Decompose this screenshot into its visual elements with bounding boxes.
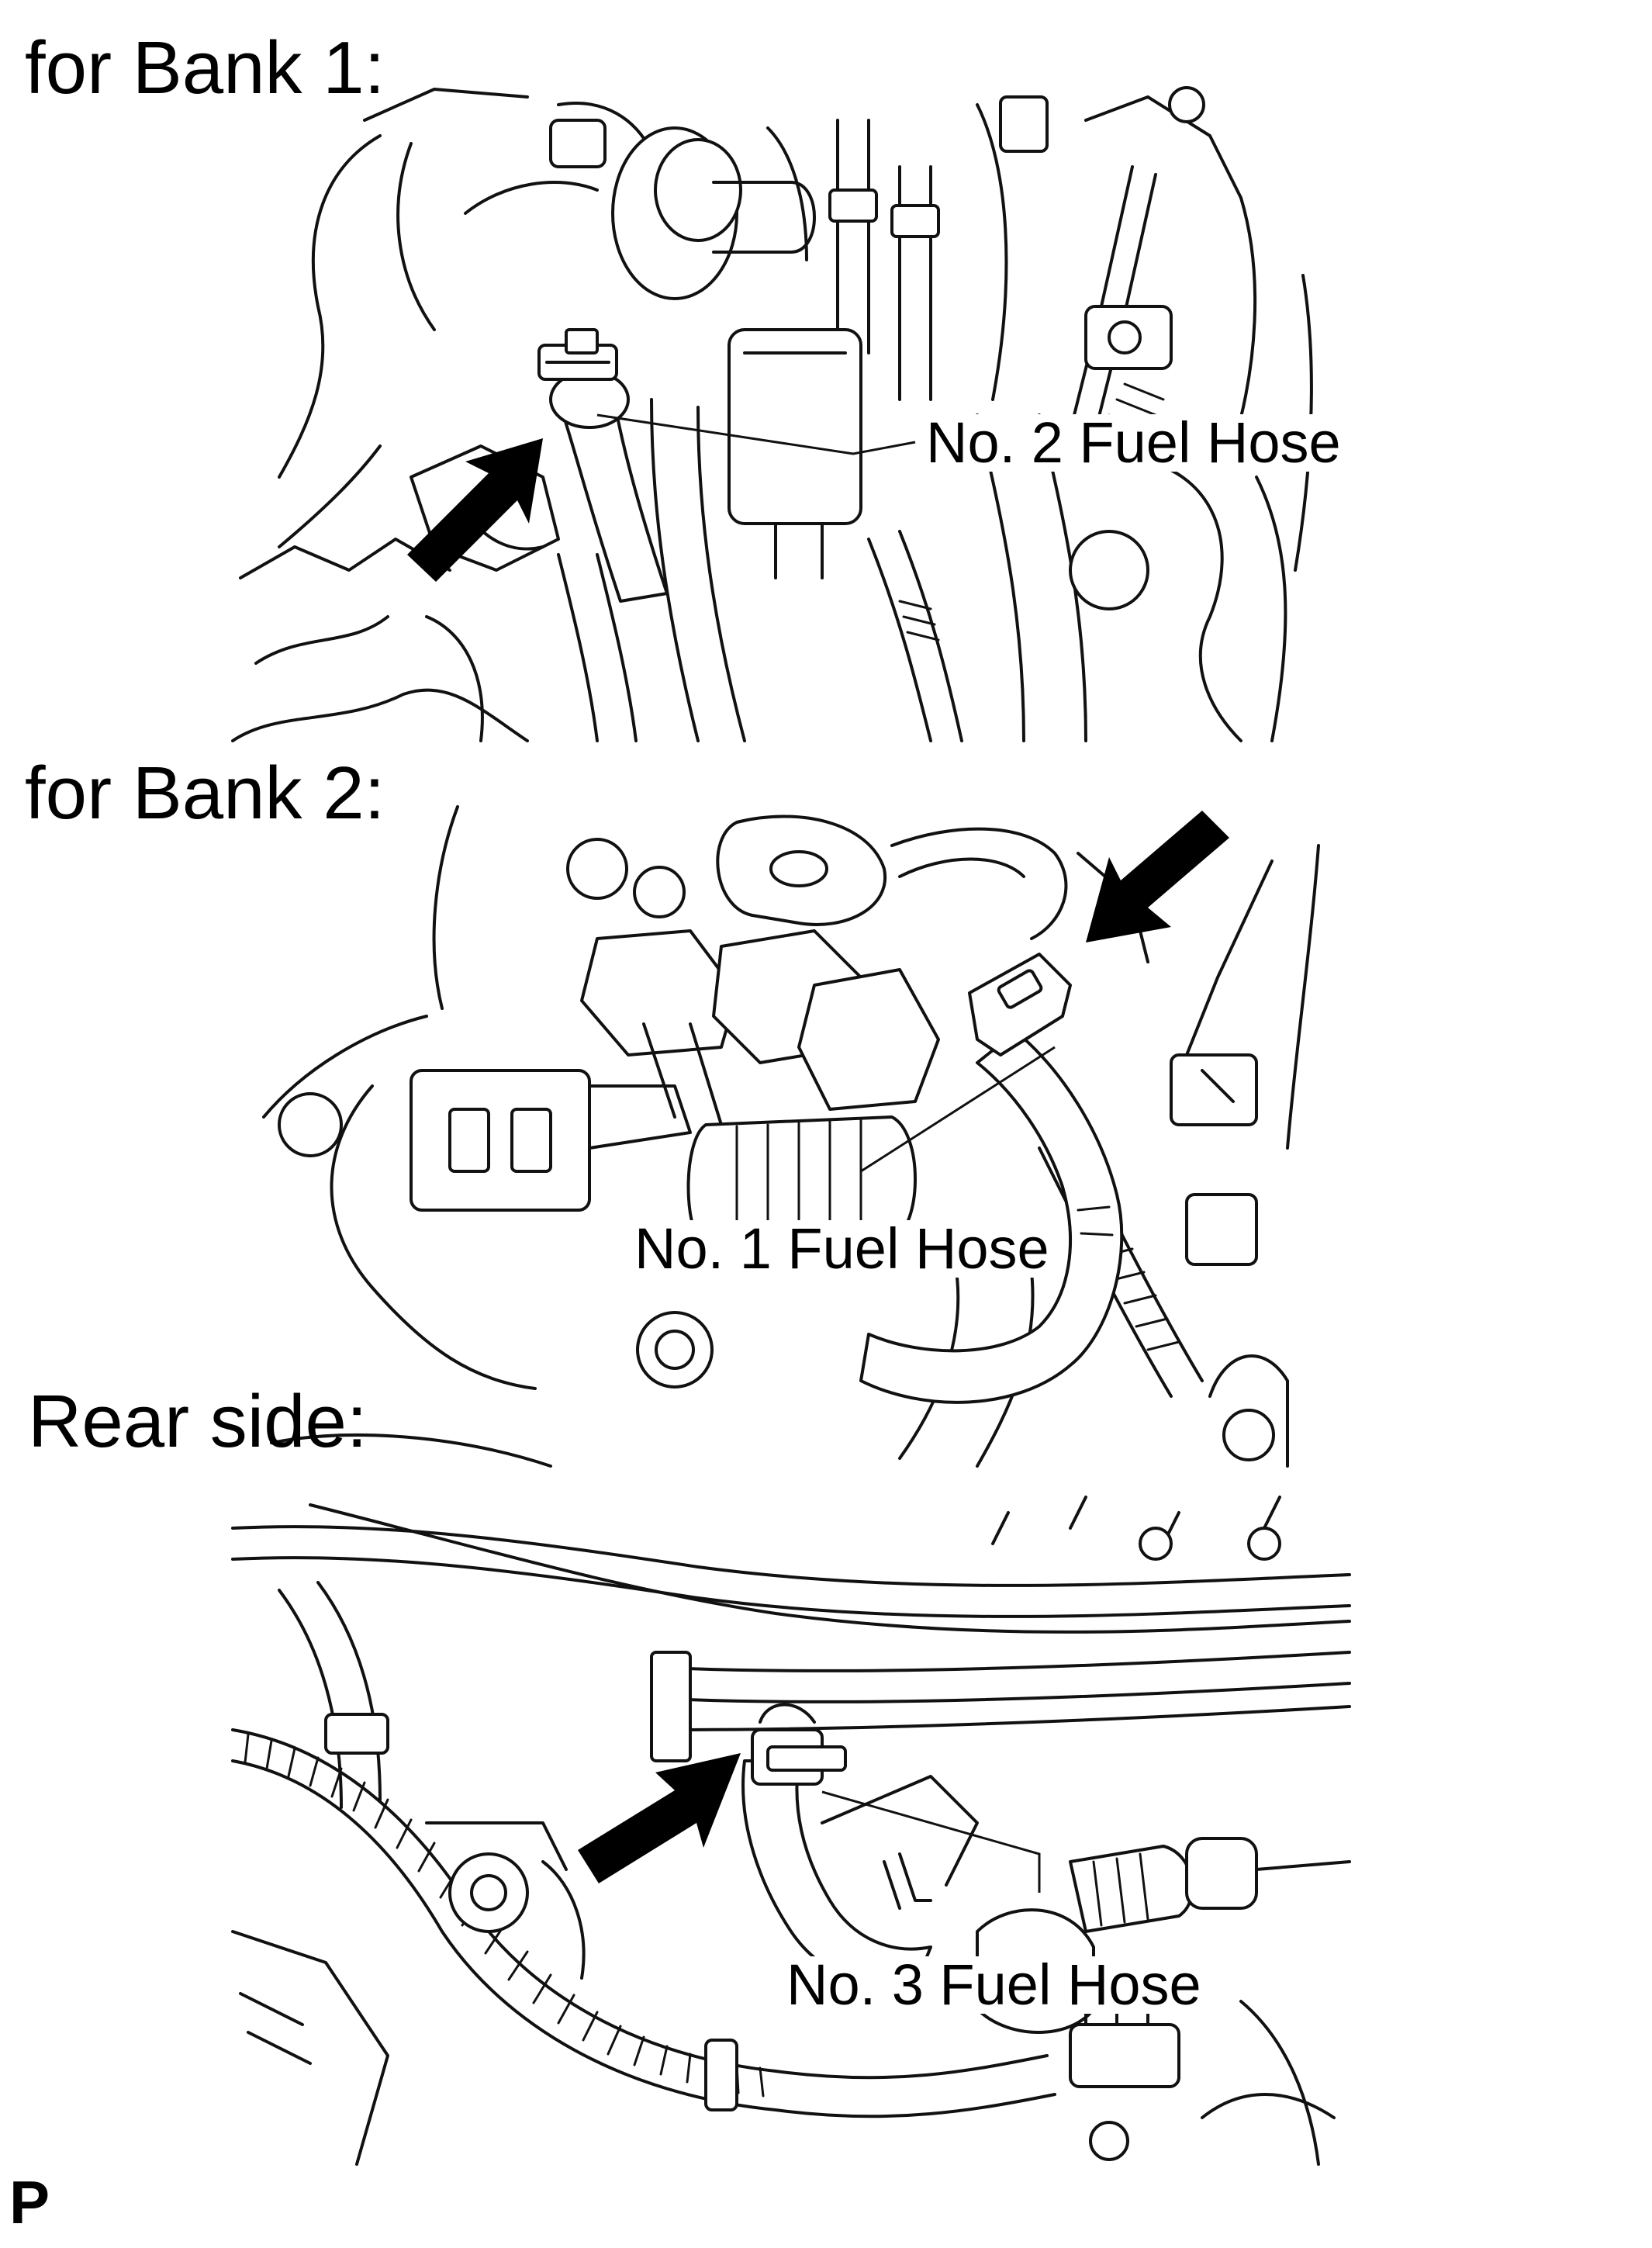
bank2-engine-illustration — [262, 805, 1320, 1468]
pointer-arrow-icon — [1086, 811, 1229, 942]
hose-clamp-icon — [537, 328, 618, 381]
rear-heading: Rear side: — [28, 1380, 368, 1463]
hose-clamp-icon — [751, 1703, 847, 1786]
bank2-heading: for Bank 2: — [25, 752, 385, 835]
bank2-no1-fuel-hose — [859, 1030, 1124, 1404]
bank1-engine-linework — [231, 86, 1313, 742]
pointer-arrow-icon — [407, 438, 543, 582]
bank1-engine-illustration — [231, 86, 1313, 742]
rear-leader-line — [821, 1790, 1041, 1893]
pointer-arrow-icon — [578, 1753, 741, 1883]
rear-callout-label: No. 3 Fuel Hose — [783, 1956, 1204, 2014]
bank1-callout-label: No. 2 Fuel Hose — [923, 414, 1344, 472]
bank2-callout-label: No. 1 Fuel Hose — [631, 1220, 1052, 1278]
rear-engine-illustration — [231, 1496, 1351, 2166]
bank2-leader-line — [859, 1046, 1056, 1226]
bank1-heading: for Bank 1: — [25, 26, 385, 109]
figure-code: P — [9, 2168, 50, 2236]
bank2-engine-linework — [262, 805, 1320, 1468]
hose-clamp-icon — [968, 953, 1072, 1057]
bank1-no2-fuel-hose — [549, 370, 669, 603]
bank1-leader-line — [596, 413, 916, 455]
